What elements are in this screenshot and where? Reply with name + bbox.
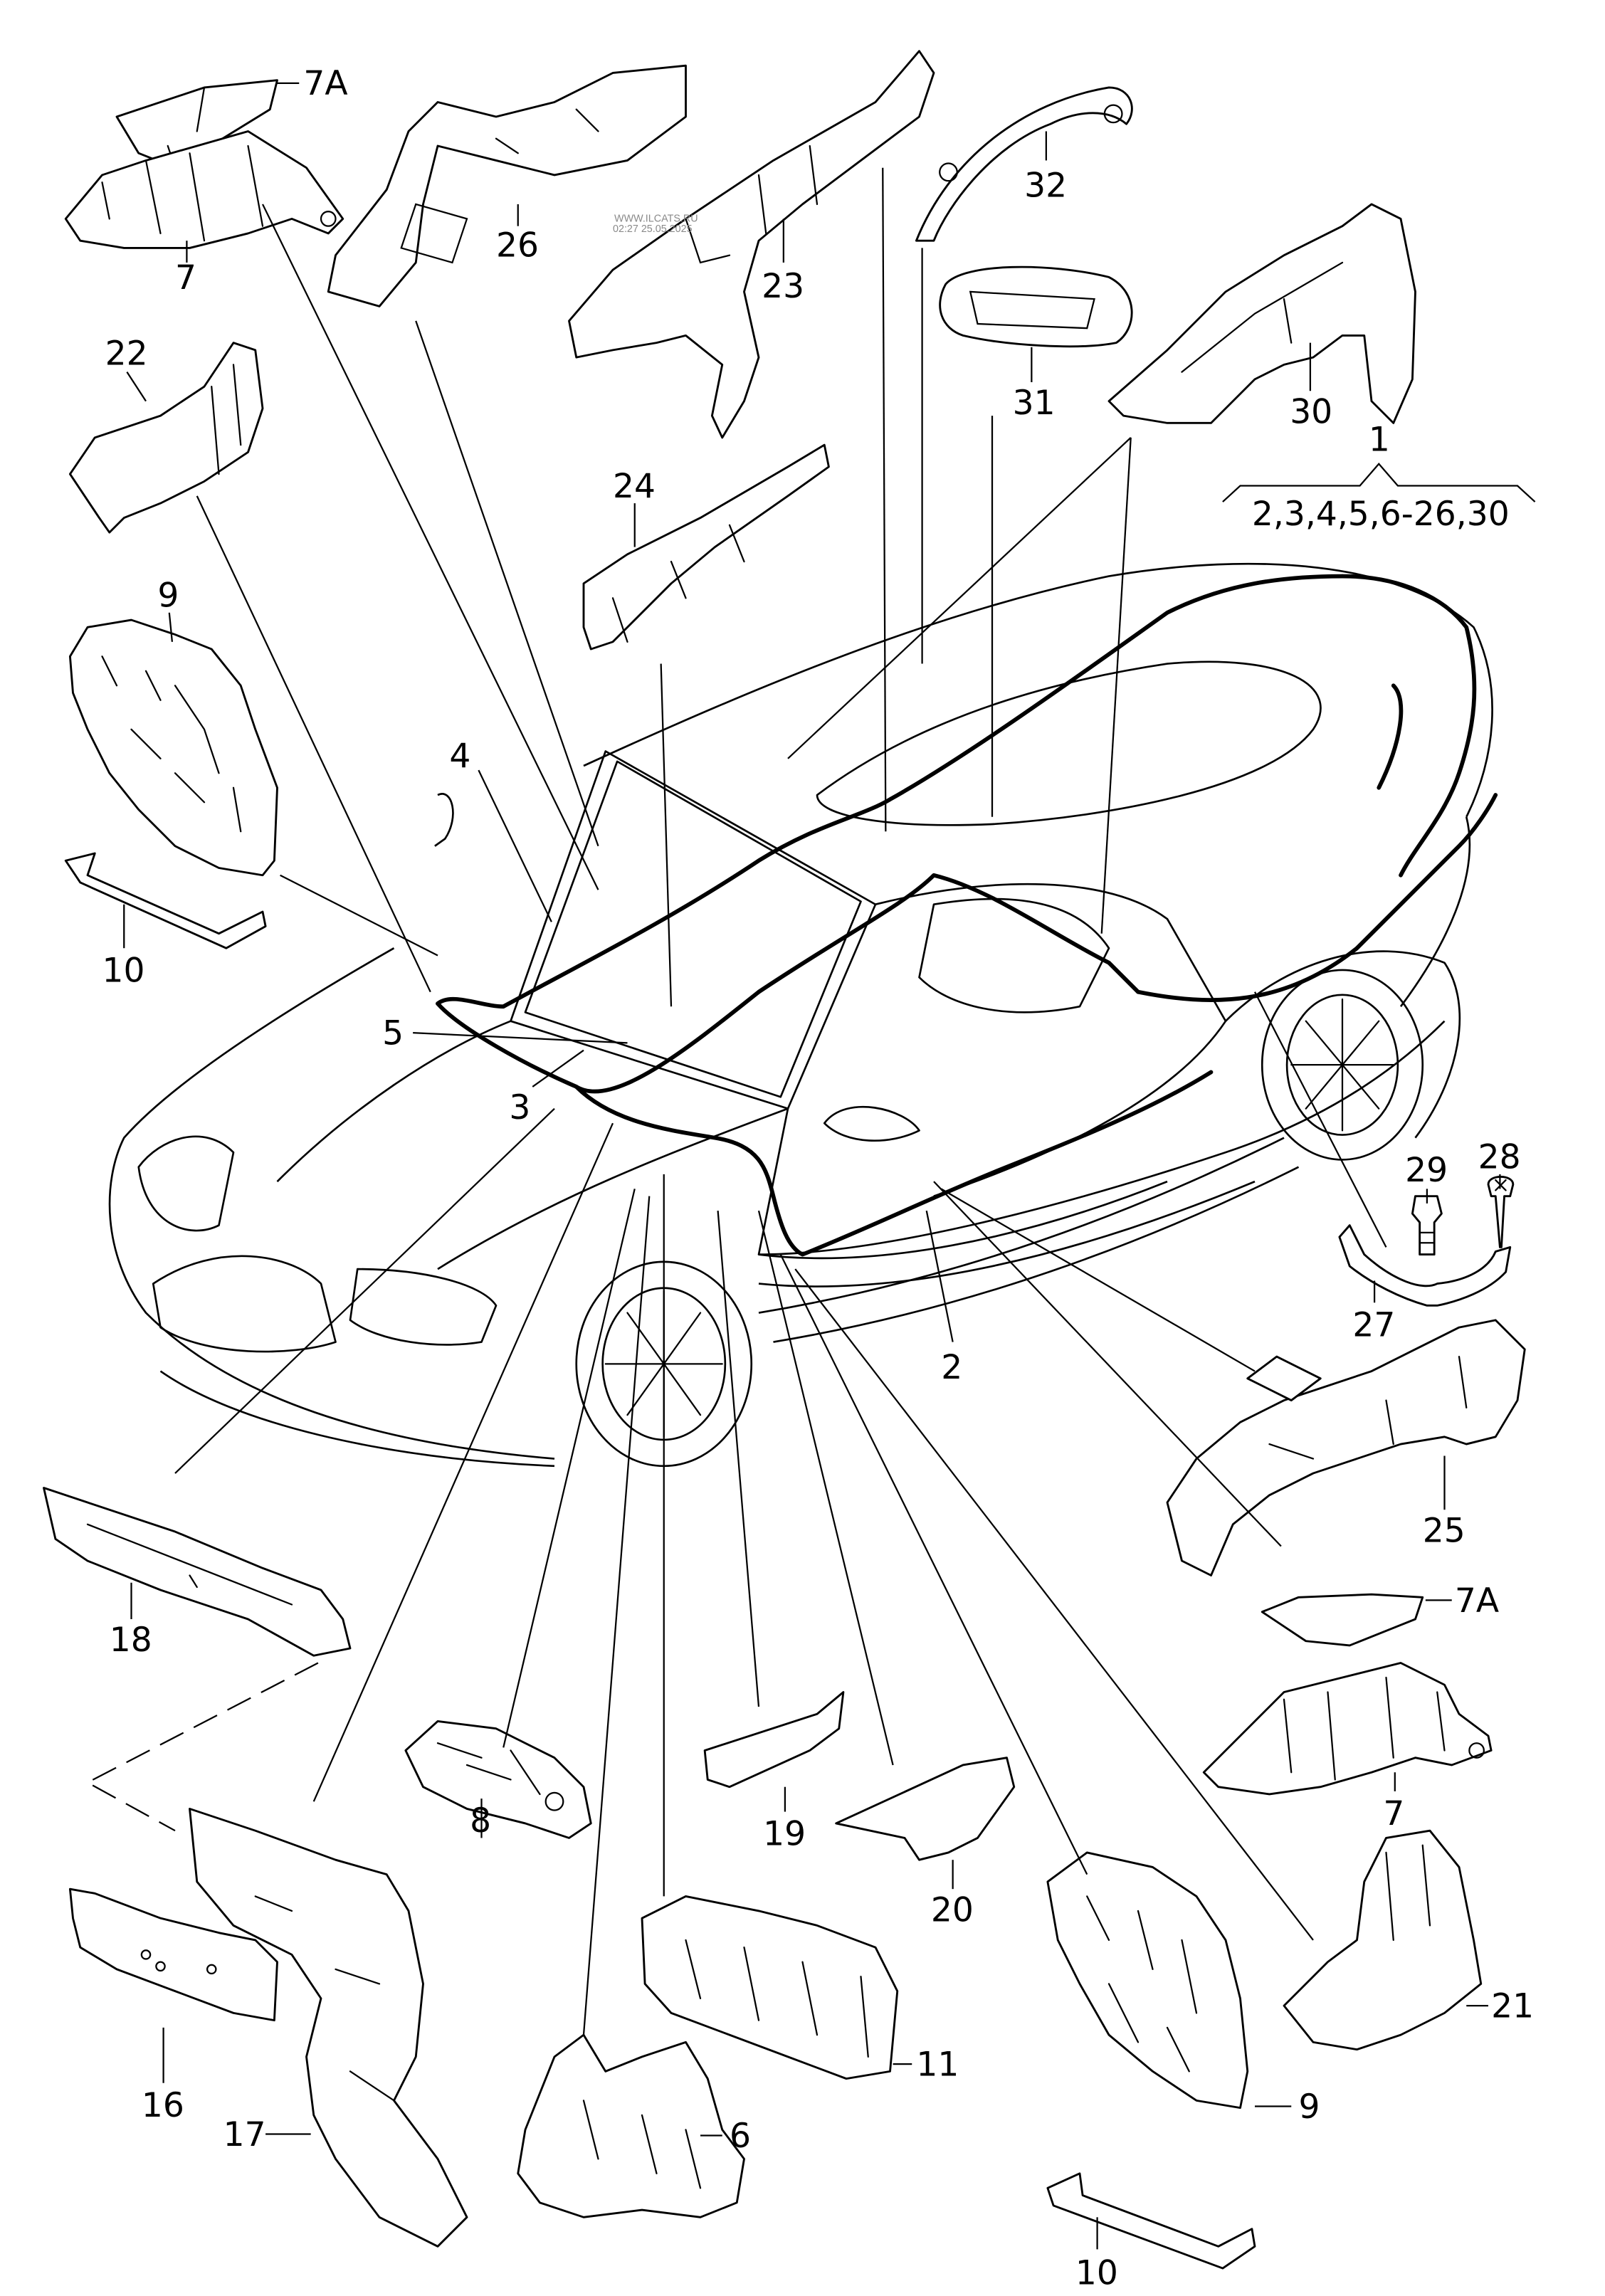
callout-4[interactable]: 4: [449, 737, 470, 776]
part-6-bracket: [517, 2033, 745, 2218]
callout-10-left[interactable]: 10: [102, 951, 144, 990]
callout-3[interactable]: 3: [509, 1088, 530, 1127]
callout-17[interactable]: 17: [223, 2115, 266, 2154]
part-7-relay-carrier-right: [1202, 1662, 1493, 1796]
callout-9-right[interactable]: 9: [1299, 2087, 1320, 2127]
callout-18[interactable]: 18: [110, 1621, 152, 1660]
part-32-hose: [915, 86, 1133, 242]
part-18-rail: [43, 1487, 352, 1657]
callout-21[interactable]: 21: [1491, 1987, 1534, 2026]
part-8-relay-plate: [404, 1720, 592, 1839]
watermark: WWW.ILCATS.RU 02:27 25.05.2025: [613, 214, 698, 235]
part-7a-cover-right: [1261, 1593, 1424, 1647]
part-20-bracket: [835, 1757, 1016, 1861]
callout-28[interactable]: 28: [1478, 1138, 1521, 1177]
callout-30[interactable]: 30: [1290, 392, 1332, 431]
callout-2[interactable]: 2: [941, 1348, 962, 1387]
part-24-rail: [582, 443, 830, 651]
callout-29[interactable]: 29: [1405, 1151, 1448, 1190]
part-9-fuse-box-left: [68, 618, 278, 877]
callout-25[interactable]: 25: [1423, 1511, 1465, 1550]
callout-8[interactable]: 8: [470, 1801, 491, 1841]
leader-lines: [123, 82, 1501, 2250]
callout-22[interactable]: 22: [105, 334, 148, 373]
part-31-housing: [939, 265, 1133, 348]
callout-9-left[interactable]: 9: [157, 576, 179, 616]
callout-19[interactable]: 19: [763, 1815, 806, 1854]
callout-7-top[interactable]: 7: [175, 258, 196, 297]
callout-6[interactable]: 6: [730, 2117, 751, 2156]
part-10-frame-left: [64, 852, 267, 949]
callout-27[interactable]: 27: [1352, 1305, 1395, 1344]
callout-7-right[interactable]: 7: [1383, 1794, 1404, 1833]
assembly-includes: 2,3,4,5,6-26,30: [1252, 495, 1510, 534]
watermark-timestamp: 02:27 25.05.2025: [613, 223, 693, 235]
part-16-panel: [68, 1887, 278, 2022]
callout-23[interactable]: 23: [762, 267, 804, 306]
callout-10-right[interactable]: 10: [1075, 2254, 1118, 2293]
part-7-relay-carrier-top: [64, 130, 344, 249]
watermark-site: WWW.ILCATS.RU: [614, 214, 698, 225]
callout-7a-top[interactable]: 7A: [303, 64, 347, 103]
part-22-cover: [68, 342, 264, 534]
part-29-bolt: [1411, 1195, 1443, 1256]
callout-7a-right[interactable]: 7A: [1455, 1581, 1499, 1621]
car-body-outline: [108, 562, 1493, 1468]
dashed-connection: [85, 1662, 319, 1832]
part-17-bracket: [189, 1808, 468, 2248]
assembly-label[interactable]: 1: [1369, 420, 1390, 459]
callout-31[interactable]: 31: [1013, 384, 1056, 423]
part-11-fuse-holder: [641, 1895, 899, 2080]
assembly-group: 1 2,3,4,5,6-26,30: [1222, 420, 1536, 534]
callout-26[interactable]: 26: [496, 226, 539, 265]
part-23-bracket: [568, 50, 935, 439]
part-27-clip: [1338, 1224, 1512, 1307]
part-30-bracket: [1107, 203, 1416, 424]
part-25-bracket: [1166, 1319, 1526, 1576]
part-21-housing: [1283, 1829, 1483, 2051]
callout-labels: 7A 7 26 23 32 31 30 22 24 9 10 4 5 3 2 2…: [102, 64, 1534, 2292]
callout-16[interactable]: 16: [142, 2086, 184, 2125]
callout-24[interactable]: 24: [613, 467, 656, 506]
part-19-connector: [703, 1691, 845, 1789]
part-9-fuse-box-right: [1046, 1851, 1249, 2110]
callout-32[interactable]: 32: [1024, 167, 1067, 206]
wiring-harness: [436, 574, 1498, 1257]
part-26-bracket: [327, 64, 687, 307]
callout-11[interactable]: 11: [916, 2045, 959, 2085]
assembly-brace: [1222, 463, 1536, 502]
part-10-frame-right: [1046, 2172, 1256, 2270]
callout-5[interactable]: 5: [382, 1013, 404, 1053]
callout-20[interactable]: 20: [931, 1890, 974, 1929]
